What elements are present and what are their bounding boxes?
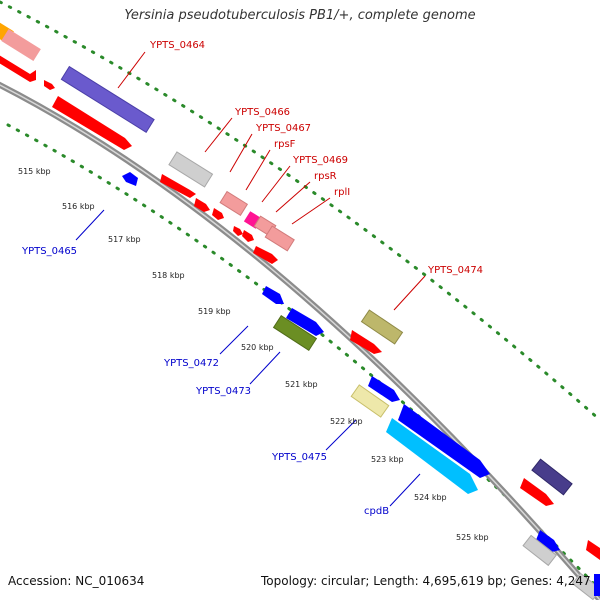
gene-label[interactable]: YPTS_0469: [292, 155, 348, 166]
gene-ypts-0475[interactable]: [350, 384, 390, 418]
gene-label[interactable]: YPTS_0474: [427, 265, 483, 276]
gene-red-d[interactable]: [160, 174, 196, 198]
gene-red-f[interactable]: [212, 208, 224, 220]
gene-label[interactable]: YPTS_0464: [149, 40, 205, 51]
reverse-leader-lines: [75, 209, 421, 507]
gene-label[interactable]: rpsF: [274, 139, 296, 150]
gene-cpdB[interactable]: [386, 418, 478, 494]
genome-summary-text: Topology: circular; Length: 4,695,619 bp…: [261, 574, 591, 588]
gene-dark-blue-right[interactable]: [531, 458, 573, 496]
gene-blue-c[interactable]: [368, 376, 400, 402]
forward-gene-labels: YPTS_0464 YPTS_0466 YPTS_0467 rpsF YPTS_…: [149, 40, 483, 276]
leader-ypts-0467: [229, 133, 253, 173]
reverse-gene-labels: YPTS_0465 YPTS_0472 YPTS_0473 YPTS_0475 …: [21, 246, 389, 517]
leader-rpsR: [275, 181, 311, 213]
outer-tick-ring: [0, 0, 600, 422]
gene-label[interactable]: YPTS_0467: [255, 123, 311, 134]
gene-ypts-0472[interactable]: [262, 286, 284, 304]
gene-ypts-0467[interactable]: [219, 190, 249, 216]
gene-red-j[interactable]: [520, 478, 554, 506]
gene-red-c[interactable]: [52, 96, 132, 150]
gene-red-h[interactable]: [242, 230, 254, 242]
gene-red-e[interactable]: [194, 198, 210, 212]
kbp-label: 517 kbp: [108, 235, 141, 244]
forward-genes: [0, 17, 600, 560]
leader-cpdB: [389, 473, 421, 507]
gene-label[interactable]: YPTS_0465: [21, 246, 77, 257]
kbp-label: 525 kbp: [456, 533, 489, 542]
leader-ypts-0466: [204, 117, 233, 153]
leader-ypts-0469: [261, 165, 291, 203]
leader-ypts-0472: [219, 325, 249, 355]
gene-red-g[interactable]: [233, 226, 243, 236]
gene-rplI[interactable]: [253, 246, 278, 264]
gene-label[interactable]: rpsR: [314, 171, 337, 182]
leader-ypts-0464: [117, 51, 146, 89]
leader-rpsF: [245, 149, 271, 191]
kbp-label: 520 kbp: [241, 343, 274, 352]
gene-blue-d[interactable]: [398, 404, 490, 478]
kbp-label: 523 kbp: [371, 455, 404, 464]
leader-ypts-0474: [393, 275, 426, 311]
leader-ypts-0473: [249, 351, 281, 385]
gene-light-gray-bottom[interactable]: [522, 534, 558, 567]
gene-label[interactable]: rplI: [334, 187, 350, 198]
gene-red-i[interactable]: [350, 330, 382, 354]
gene-red-b[interactable]: [44, 80, 55, 90]
gene-red-a[interactable]: [0, 52, 36, 82]
kbp-label: 524 kbp: [414, 493, 447, 502]
kbp-label: 515 kbp: [18, 167, 51, 176]
reverse-genes: [122, 172, 600, 600]
gene-pink-a[interactable]: [1, 28, 41, 62]
forward-leader-lines: [117, 51, 426, 311]
leader-ypts-0465: [75, 209, 105, 241]
gene-red-k[interactable]: [586, 540, 600, 560]
kbp-labels: 515 kbp 516 kbp 517 kbp 518 kbp 519 kbp …: [18, 167, 489, 542]
gene-ypts-0465[interactable]: [122, 172, 138, 186]
gene-label[interactable]: YPTS_0475: [271, 452, 327, 463]
gene-label[interactable]: YPTS_0466: [234, 107, 290, 118]
gene-blue-corner[interactable]: [594, 574, 600, 596]
gene-label[interactable]: cpdB: [364, 506, 389, 517]
kbp-label: 521 kbp: [285, 380, 318, 389]
leader-ypts-0475: [325, 419, 357, 451]
accession-text: Accession: NC_010634: [8, 574, 145, 588]
map-title: Yersinia pseudotuberculosis PB1/+, compl…: [124, 8, 476, 23]
gene-blue-e[interactable]: [536, 530, 560, 552]
gene-ypts-0466[interactable]: [168, 151, 214, 188]
gene-blue-b[interactable]: [286, 308, 324, 336]
inner-tick-ring: [6, 123, 600, 592]
gene-ypts-0474[interactable]: [360, 309, 404, 345]
leader-rplI: [291, 197, 331, 225]
kbp-label: 519 kbp: [198, 307, 231, 316]
gene-label[interactable]: YPTS_0473: [195, 386, 251, 397]
gene-label[interactable]: YPTS_0472: [163, 358, 219, 369]
gene-ypts-0473[interactable]: [272, 315, 318, 351]
kbp-label: 518 kbp: [152, 271, 185, 280]
gene-rpsR[interactable]: [264, 225, 295, 252]
kbp-label: 516 kbp: [62, 202, 95, 211]
gene-ypts-0464[interactable]: [60, 65, 155, 133]
kbp-label: 522 kbp: [330, 417, 363, 426]
genome-backbone-highlight: [0, 84, 600, 600]
